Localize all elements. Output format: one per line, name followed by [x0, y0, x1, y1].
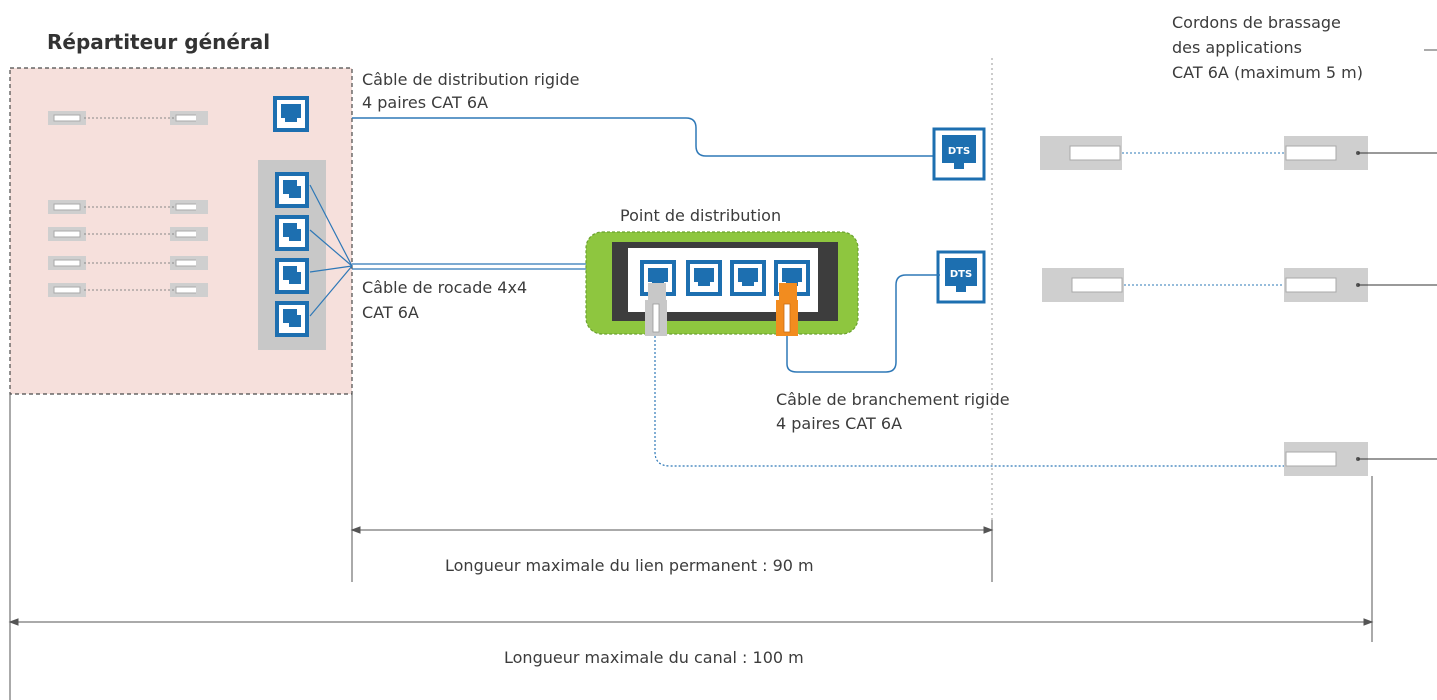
point-distribution-box — [585, 231, 859, 335]
rocade-label-2: CAT 6A — [362, 303, 419, 322]
dts-outlet-icon: DTS — [932, 127, 986, 181]
rj45-socket-icon — [275, 301, 309, 337]
rj45-socket-icon — [275, 215, 309, 251]
repartiteur-patch-top — [47, 110, 209, 126]
rj45-socket-icon — [273, 96, 309, 132]
patch-cord-dotted — [654, 336, 1290, 467]
rj45-socket-icon — [275, 172, 309, 208]
dts-outlet-icon: DTS — [936, 250, 986, 304]
rocade-label-1: Câble de rocade 4x4 — [362, 278, 528, 297]
patch-cord-icon — [1284, 442, 1437, 476]
rj45-socket-icon — [730, 260, 766, 296]
dts-label: DTS — [948, 146, 970, 157]
channel-dimension — [8, 394, 1374, 700]
cordons-label-3: CAT 6A (maximum 5 m) — [1172, 63, 1363, 82]
patch-cord-icon — [1040, 136, 1437, 170]
point-distribution-label: Point de distribution — [620, 206, 782, 225]
repartiteur-title: Répartiteur général — [47, 30, 271, 54]
cordons-label-2: des applications — [1172, 38, 1303, 57]
repartiteur-patch-group — [47, 199, 209, 298]
rj45-socket-icon — [275, 258, 309, 294]
rocade-fan — [309, 184, 353, 317]
rj45-plug-icon — [776, 283, 798, 336]
distribution-cable — [352, 117, 936, 157]
branchement-label-2: 4 paires CAT 6A — [776, 414, 903, 433]
permanent-link-label: Longueur maximale du lien permanent : 90… — [445, 556, 814, 575]
permanent-link-dimension — [350, 394, 994, 582]
patch-cord-icon — [1042, 268, 1437, 302]
rj45-socket-icon — [686, 260, 722, 296]
rocade-cable — [352, 263, 598, 270]
dts-label: DTS — [950, 269, 972, 280]
distribution-cable-label-1: Câble de distribution rigide — [362, 70, 580, 89]
channel-label: Longueur maximale du canal : 100 m — [504, 648, 804, 667]
branchement-label-1: Câble de branchement rigide — [776, 390, 1010, 409]
cordons-label-1: Cordons de brassage — [1172, 13, 1341, 32]
rj45-plug-icon — [645, 283, 667, 336]
branchement-cable — [786, 274, 940, 373]
distribution-cable-label-2: 4 paires CAT 6A — [362, 93, 489, 112]
